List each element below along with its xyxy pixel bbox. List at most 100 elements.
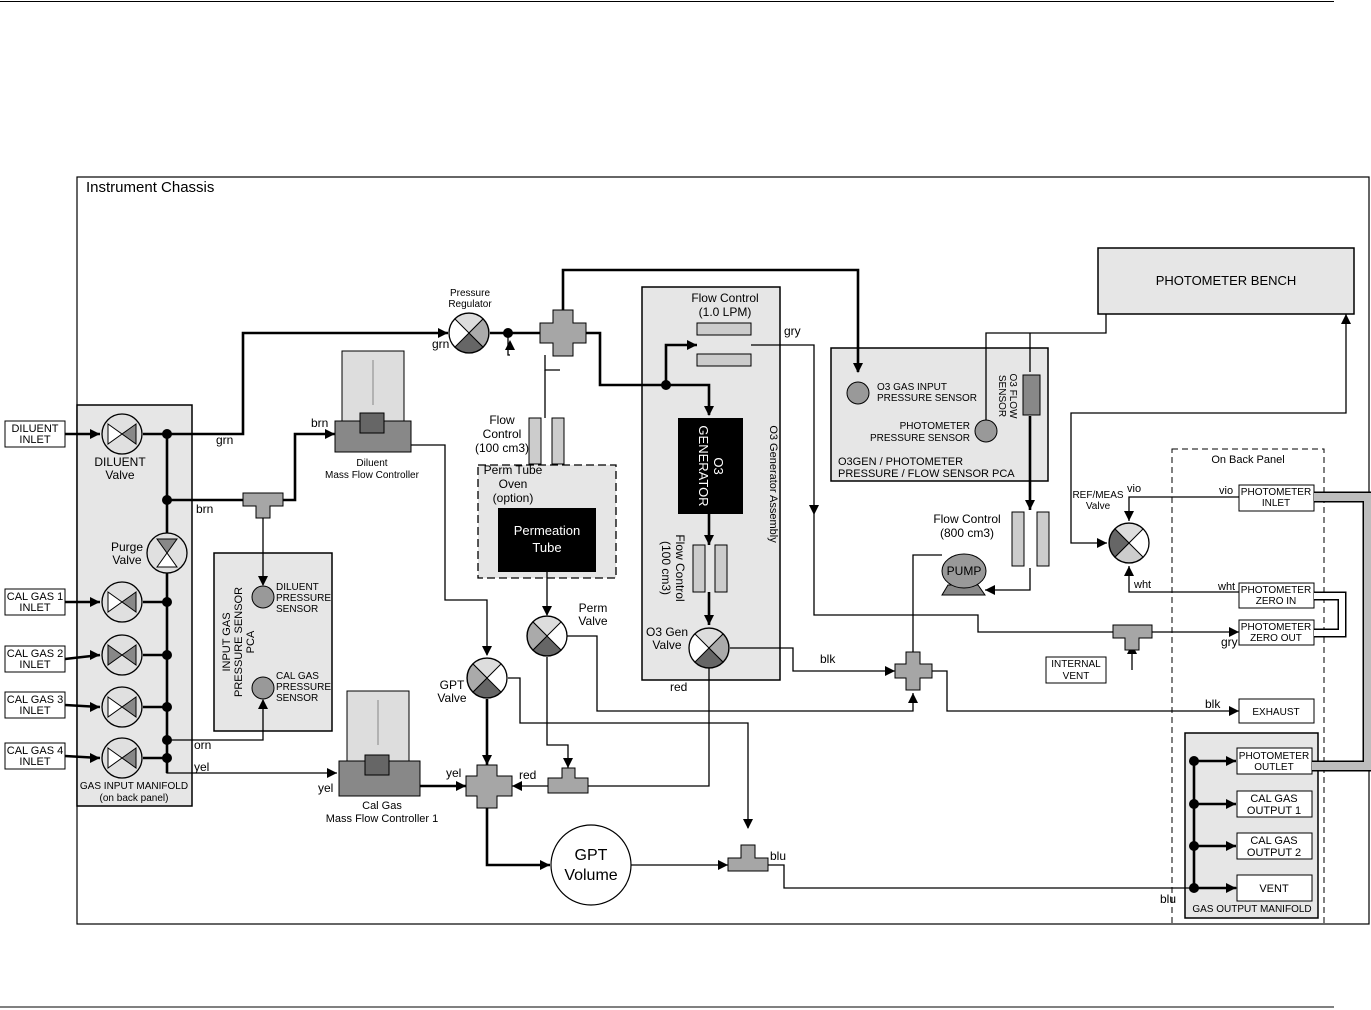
gas-input-manifold-label: GAS INPUT MANIFOLD xyxy=(80,781,188,792)
diluent-valve xyxy=(101,413,143,455)
pipe-blk xyxy=(730,647,895,672)
port-cal-gas-output-2-line2: OUTPUT 2 xyxy=(1247,847,1301,859)
cal-gas-pressure-sensor xyxy=(251,676,275,700)
inlet-cal-gas-4-box xyxy=(4,742,66,770)
arrow-vio xyxy=(1124,511,1134,521)
cal3-valve-right xyxy=(121,696,137,718)
inlet-cal-gas-2: CAL GAS 2 INLET xyxy=(4,645,66,673)
diluent-mfc-label-1: Diluent xyxy=(356,458,387,469)
arrow-output-photometer xyxy=(1226,756,1236,766)
pipe-perm-valve-out xyxy=(546,657,569,768)
cal-gas-mfc-label-2: Mass Flow Controller 1 xyxy=(326,813,438,825)
arrow-exhaust xyxy=(1229,706,1239,716)
port-vent: VENT xyxy=(1236,874,1313,902)
diluent-mfc-actuator xyxy=(359,412,385,434)
flow-control-o3gen-right xyxy=(714,544,728,593)
port-cal-gas-output-2: CAL GAS OUTPUT 2 xyxy=(1236,832,1313,860)
ref-meas-valve-label-2: Valve xyxy=(1086,501,1111,512)
o3-gas-input-sensor-label-2: PRESSURE SENSOR xyxy=(877,393,977,404)
tube-label-red-1: red xyxy=(519,768,536,782)
inlet-cal-gas-2-line1: CAL GAS 2 xyxy=(7,648,63,660)
pressure-regulator-seg1 xyxy=(454,312,484,334)
gpt-valve-label-1: GPT xyxy=(440,678,465,692)
cross-fitting-blk xyxy=(894,651,933,691)
port-photometer-zero-in: PHOTOMETER ZERO IN xyxy=(1238,582,1315,609)
tube-label-brn-1: brn xyxy=(196,502,213,516)
port-photometer-outlet: PHOTOMETER OUTLET xyxy=(1236,747,1313,775)
photometer-pressure-sensor-label-2: PRESSURE SENSOR xyxy=(870,433,970,444)
arrow-o3gen-flow xyxy=(704,535,714,545)
chassis-title: Instrument Chassis xyxy=(86,179,214,196)
tee-fitting-blu xyxy=(727,844,769,872)
zero-loop-tube-outline xyxy=(1314,591,1347,638)
inlet-cal-gas-1-line2: INLET xyxy=(19,602,50,614)
pipe-top-loop xyxy=(561,268,860,372)
zero-loop-tube xyxy=(1314,593,1345,636)
o3-flow-sensor-label-2: SENSOR xyxy=(996,375,1007,417)
o3-generator-line2: GENERATOR xyxy=(696,425,711,506)
pipe-gpt-valve-side xyxy=(508,677,749,828)
junction-cal3 xyxy=(162,702,172,712)
port-photometer-zero-in-box xyxy=(1238,582,1315,609)
arrow-refmeas-in xyxy=(1097,538,1107,548)
flow-control-1lpm-label-2: (1.0 LPM) xyxy=(699,305,752,319)
port-photometer-zero-out-line1: PHOTOMETER xyxy=(1241,622,1311,633)
gpt-valve xyxy=(466,657,508,699)
arrow-cal4-inlet xyxy=(90,753,100,763)
tube-label-yel-3: yel xyxy=(446,766,461,780)
flow-control-1lpm-label-1: Flow Control xyxy=(691,291,758,305)
inlet-cal-gas-4-line1: CAL GAS 4 xyxy=(7,745,63,757)
junction-out-3 xyxy=(1189,841,1199,851)
purge-valve xyxy=(146,532,188,574)
pipe-brn-to-diluent-mfc xyxy=(283,432,335,502)
arrow-flow-1lpm-in xyxy=(687,340,697,350)
arrow-o3-valve-in xyxy=(704,615,714,625)
arrow-cal-sensor xyxy=(258,699,268,709)
gpt-valve-label-2: Valve xyxy=(437,691,466,705)
junction-regulator xyxy=(503,328,513,338)
cal-gas-mfc xyxy=(338,690,421,797)
junction-cal1 xyxy=(162,597,172,607)
input-gas-pca-line3: PCA xyxy=(245,630,257,653)
photometer-pressure-sensor-label-1: PHOTOMETER xyxy=(900,421,970,432)
gas-output-manifold-label: GAS OUTPUT MANIFOLD xyxy=(1192,904,1311,915)
port-cal-gas-output-2-line1: CAL GAS xyxy=(1250,835,1297,847)
flow-control-100-left xyxy=(528,417,542,465)
cal1-valve xyxy=(101,581,143,623)
flow-control-o3gen-label-1: Flow Control xyxy=(673,534,687,601)
permeation-tube-line1: Permeation xyxy=(514,523,580,538)
purge-valve-label-1: Purge xyxy=(111,540,143,554)
junction-orn xyxy=(162,735,172,745)
gpt-volume: GPT Volume xyxy=(550,824,632,906)
flow-control-800-label-2: (800 cm3) xyxy=(940,526,994,540)
pressure-regulator-seg3 xyxy=(468,318,490,348)
arrow-regulator-in xyxy=(438,328,448,338)
junction-cal2 xyxy=(162,650,172,660)
perm-valve-seg1 xyxy=(532,615,562,637)
arrow-o3-generator-in xyxy=(704,406,714,416)
gpt-volume-line2: Volume xyxy=(564,867,617,884)
o3-gas-input-sensor-label-1: O3 GAS INPUT xyxy=(877,382,947,393)
pipe-to-o3-generator xyxy=(586,331,711,415)
component-labels: DILUENT Valve Purge Valve Pressure Regul… xyxy=(94,288,1124,825)
diluent-pressure-sensor xyxy=(251,585,275,609)
flow-sensor-pca-line2: PRESSURE / FLOW SENSOR PCA xyxy=(838,468,1015,480)
pipe-perm-valve-side xyxy=(567,635,914,712)
gpt-valve-seg2 xyxy=(472,677,502,699)
cal-gas-mfc-label-1: Cal Gas xyxy=(362,800,402,812)
perm-tube-oven-line2: Oven xyxy=(499,477,528,491)
inlet-diluent-line2: INLET xyxy=(19,434,50,446)
photometer-bench xyxy=(1097,247,1355,315)
flow-control-100-right xyxy=(551,417,565,465)
ref-meas-valve-label-1: REF/MEAS xyxy=(1072,490,1123,501)
tube-label-blu-1: blu xyxy=(770,849,786,863)
flow-control-800-right xyxy=(1036,511,1050,567)
flow-control-1lpm-top xyxy=(696,322,752,336)
inlet-cal-gas-2-box xyxy=(4,645,66,673)
junction-out-1 xyxy=(1189,756,1199,766)
arrow-diluent-sensor xyxy=(258,576,268,586)
arrow-regulator-feedback xyxy=(505,340,515,350)
input-gas-sensor-pca-label: INPUT GAS PRESSURE SENSOR PCA xyxy=(221,587,257,697)
port-internal-vent-line1: INTERNAL xyxy=(1051,659,1101,670)
tee-fitting-zero-out xyxy=(1112,624,1153,651)
